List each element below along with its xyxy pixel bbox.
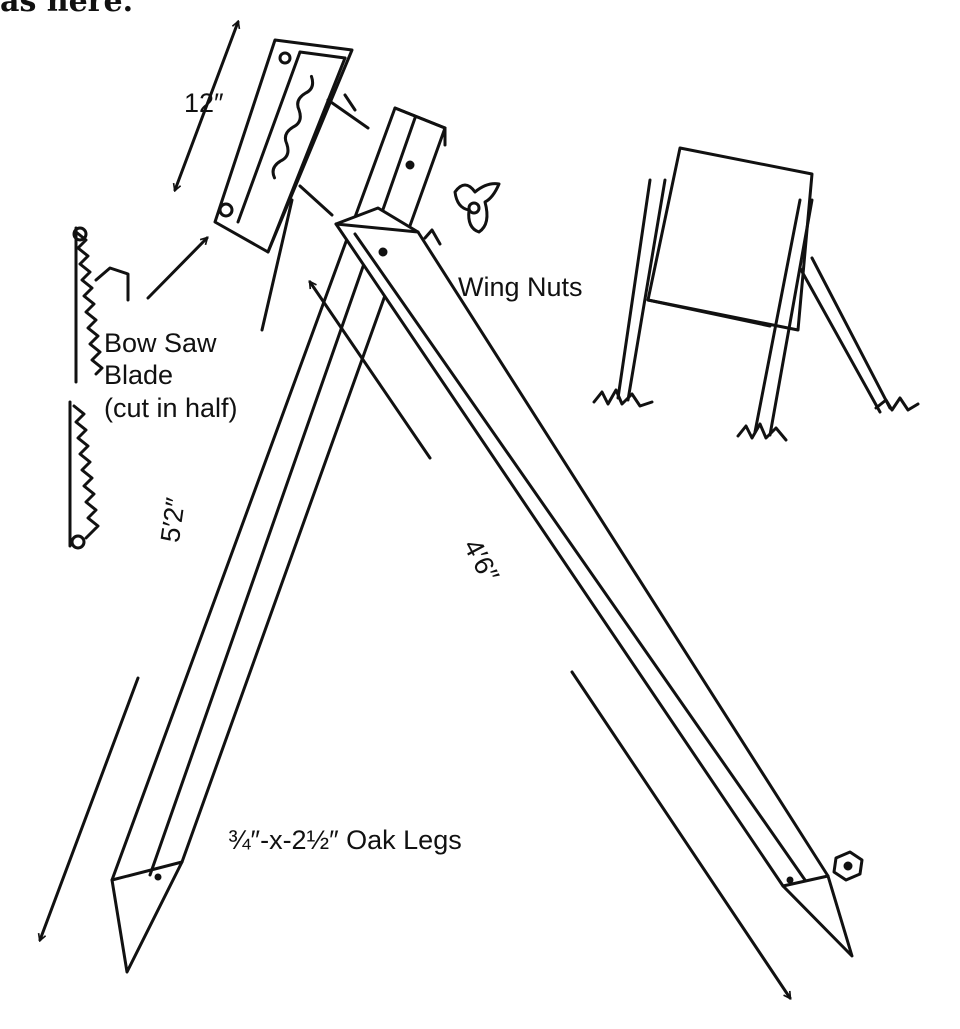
bolt-hole [405, 160, 415, 170]
nut [832, 850, 864, 882]
bow-saw-label-line2: Blade [104, 360, 174, 390]
nail-hole [786, 876, 794, 884]
bolt-hole [378, 247, 388, 257]
arrow-5ft2in [40, 676, 140, 940]
short-oak-leg [334, 206, 854, 958]
nail-hole [154, 873, 162, 881]
arrow-4ft6in [570, 670, 792, 998]
bow-saw-label-line3: (cut in half) [104, 393, 238, 423]
grass [736, 422, 788, 442]
dimension-arrows [40, 22, 792, 998]
oak-legs-label: ¾″-x-2½″ Oak Legs [228, 825, 462, 855]
arrow-legs-to-holder [308, 282, 432, 460]
arrow-12in [175, 22, 238, 190]
grass [592, 388, 654, 408]
wing-nut [423, 182, 501, 246]
wing-nuts-label: Wing Nuts [458, 272, 583, 302]
target-board [646, 146, 814, 332]
dimension-12in-label: 12″ [184, 88, 224, 118]
blade-holder-channel [213, 38, 354, 254]
assembled-target-stand [592, 146, 920, 442]
bolts [298, 93, 370, 217]
arrow-blade-to-holder [146, 238, 207, 300]
heading-fragment: as here. [0, 0, 134, 19]
dimension-5ft2in-label: 5′2″ [155, 495, 191, 545]
bow-saw-label-line1: Bow Saw [104, 328, 217, 358]
grass [874, 396, 920, 412]
bow-saw-blade-halves [68, 226, 130, 550]
